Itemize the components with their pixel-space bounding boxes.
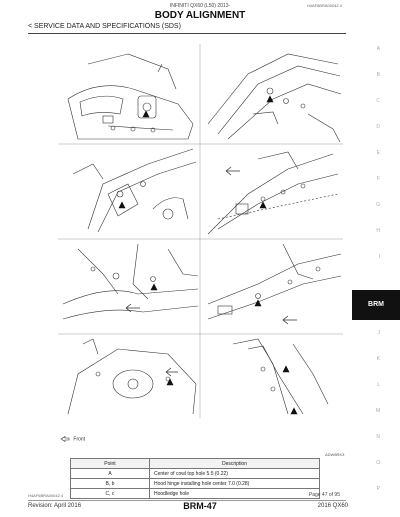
footer-model: 2016 QX60 <box>317 503 348 509</box>
side-index-letter[interactable]: P <box>376 486 380 492</box>
side-index-letter[interactable]: F <box>376 176 380 182</box>
table-cell-description: Hood hinge installing hole center 7.0 (0… <box>149 478 320 489</box>
revision-date: Revision: April 2016 <box>28 503 82 509</box>
section-breadcrumb[interactable]: < SERVICE DATA AND SPECIFICATIONS (SDS) <box>28 23 181 30</box>
body-alignment-figure <box>58 44 343 418</box>
table-cell-description: Center of cowl top hole 5.5 (0.22) <box>149 468 320 479</box>
page-count: Page 47 of 95 <box>308 492 340 498</box>
front-label: Front <box>73 436 86 443</box>
column-header-description: Description <box>149 458 320 469</box>
side-index-letter[interactable]: K <box>376 356 380 362</box>
table-row: A Center of cowl top hole 5.5 (0.22) <box>70 468 320 479</box>
side-index-letter[interactable]: J <box>377 330 381 336</box>
side-index-letter[interactable]: C <box>376 98 380 104</box>
table-cell-description: Hoodledge hole <box>149 488 320 499</box>
side-index-letter[interactable]: O <box>376 460 380 466</box>
side-index-letter[interactable]: I <box>378 254 380 260</box>
section-tab-brm[interactable]: BRM <box>352 290 400 320</box>
footer-document-code: H4AF6BRA00042.4 <box>28 493 64 498</box>
side-index-letter[interactable]: B <box>376 72 380 78</box>
table-cell-point: C, c <box>70 488 150 499</box>
column-header-point: Point <box>70 458 150 469</box>
table-header-row: Point Description <box>70 458 320 469</box>
table-row: B, b Hood hinge installing hole center 7… <box>70 478 320 489</box>
side-index: A B C D E F G H I J K L M N O P BRM <box>352 0 400 517</box>
side-index-letter[interactable]: A <box>376 46 380 52</box>
panel-front-lower-right <box>207 243 342 320</box>
side-index-letter[interactable]: L <box>377 382 380 388</box>
header-divider <box>28 33 346 34</box>
model-line: INFINITI QX60 (L50) 2013- <box>169 3 231 9</box>
table-cell-point: A <box>70 468 150 479</box>
front-arrow-icon <box>60 436 70 442</box>
front-legend: Front <box>60 436 85 442</box>
panel-pillar <box>232 338 329 415</box>
panel-front-lower-left <box>62 243 199 320</box>
side-index-letter[interactable]: G <box>376 202 380 208</box>
sds-table: Point Description A Center of cowl top h… <box>70 458 320 499</box>
side-index-letter[interactable]: E <box>376 150 380 156</box>
page-number: BRM-47 <box>183 501 217 511</box>
figure-code: ADW8RK3 <box>325 452 345 457</box>
table-cell-point: B, b <box>70 478 150 489</box>
page-title: BODY ALIGNMENT <box>154 10 246 21</box>
panel-strut-tower <box>67 338 197 415</box>
panel-hood-ledge-right <box>207 151 339 235</box>
panel-cowl-right <box>207 53 342 143</box>
side-index-letter[interactable]: N <box>376 434 380 440</box>
panel-cowl-top <box>67 53 194 140</box>
side-index-letter[interactable]: M <box>375 408 380 414</box>
side-index-letter[interactable]: H <box>376 228 380 234</box>
side-index-letter[interactable]: D <box>376 124 380 130</box>
footer-divider <box>28 500 346 501</box>
table-row: C, c Hoodledge hole <box>70 488 320 499</box>
panel-side-member-left <box>72 148 197 233</box>
document-code: H4AF6BRA00042.4 <box>306 3 342 8</box>
